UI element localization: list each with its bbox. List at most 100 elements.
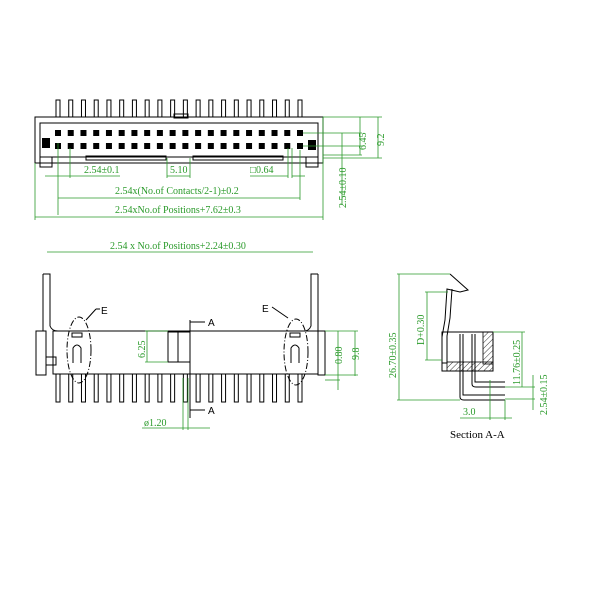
contact-upper <box>182 130 189 136</box>
front-pin <box>93 373 99 403</box>
front-pin <box>68 373 74 403</box>
top-pins <box>55 99 303 118</box>
front-pin <box>221 373 227 403</box>
top-pin <box>272 99 278 118</box>
contact-upper <box>55 130 61 136</box>
contact-upper <box>271 130 278 136</box>
dim-offset: 0.80 <box>334 347 345 365</box>
dim-pitch: 2.54±0.1 <box>84 165 120 176</box>
front-pin <box>272 373 278 403</box>
dim-d: D+0.30 <box>416 315 427 345</box>
contact-lower <box>118 143 125 149</box>
dim-overall: 2.54xNo.of Positions+7.62±0.3 <box>115 205 241 216</box>
contact-upper <box>156 130 163 136</box>
contact-upper <box>80 130 87 136</box>
top-pin <box>119 99 125 118</box>
front-pins <box>55 373 303 403</box>
dim-body-height: 9.8 <box>351 348 362 361</box>
top-pin <box>195 99 201 118</box>
top-right-latch <box>308 140 316 150</box>
top-pin <box>297 99 303 118</box>
front-pin <box>182 373 188 403</box>
top-pin <box>80 99 86 118</box>
front-view: 2.54 x No.of Positions+2.24±0.30 E E A A… <box>35 241 362 430</box>
contact-lower <box>246 143 253 149</box>
top-view: 2.54±0.1 5.10 □0.64 2.54x(No.of Contacts… <box>34 99 387 220</box>
section-view: 26.70±0.35 D+0.30 11.76±0.25 2.54±0.15 3… <box>388 273 550 441</box>
top-pin <box>131 99 137 118</box>
contact-lower <box>220 143 227 149</box>
contact-lower <box>271 143 278 149</box>
top-slot-right <box>192 155 284 161</box>
contact-upper <box>207 130 214 136</box>
top-dimensions: 2.54±0.1 5.10 □0.64 2.54x(No.of Contacts… <box>34 116 387 220</box>
contact-lower <box>207 143 214 149</box>
dim-key-height: 6.25 <box>137 341 148 359</box>
dim-row-span: 2.54x(No.of Contacts/2-1)±0.2 <box>115 186 239 197</box>
top-right-foot <box>305 156 319 168</box>
top-left-latch <box>42 138 50 148</box>
front-pin <box>157 373 163 403</box>
contact-lower <box>144 143 151 149</box>
top-pin <box>233 99 239 118</box>
contact-upper <box>246 130 253 136</box>
contact-upper <box>195 130 202 136</box>
contact-upper <box>93 130 100 136</box>
top-pin <box>246 99 252 118</box>
section-marker-a-bottom: A <box>208 406 215 417</box>
top-pin <box>157 99 163 118</box>
contact-upper <box>297 130 303 136</box>
label-e-left: E <box>101 306 108 317</box>
label-e-right: E <box>262 304 269 315</box>
right-flange <box>317 330 326 376</box>
top-pin <box>144 99 150 118</box>
contact-lower <box>169 143 176 149</box>
front-pin <box>208 373 214 403</box>
section-title: Section A-A <box>450 429 505 441</box>
dim-section-row-pitch: 2.54±0.15 <box>539 375 550 416</box>
top-pin <box>284 99 290 118</box>
top-slot-left <box>85 155 167 161</box>
contact-lower <box>67 143 74 149</box>
contact-upper <box>105 130 112 136</box>
contact-lower <box>195 143 202 149</box>
contact-lower <box>284 143 291 149</box>
front-pin <box>80 373 86 403</box>
top-pin <box>259 99 265 118</box>
top-pin <box>106 99 112 118</box>
latch-arms <box>43 273 318 332</box>
front-pin <box>195 373 201 403</box>
contact-lower <box>182 143 189 149</box>
contact-lower <box>80 143 87 149</box>
front-pin <box>106 373 112 403</box>
contact-lower <box>233 143 240 149</box>
contact-lower <box>156 143 163 149</box>
dim-key: 5.10 <box>170 165 188 176</box>
dim-row-height: 6.45 <box>358 133 369 151</box>
dim-row-pitch: 2.54±0.10 <box>338 168 349 209</box>
section-marker-a-top: A <box>208 318 215 329</box>
top-key <box>173 113 189 119</box>
top-pin <box>221 99 227 118</box>
latch-profile <box>441 273 470 364</box>
top-pin <box>55 99 61 118</box>
top-pin <box>208 99 214 118</box>
contact-upper <box>118 130 125 136</box>
front-pin <box>297 373 303 403</box>
dim-pin-square: □0.64 <box>250 165 274 176</box>
contact-upper <box>67 130 74 136</box>
dim-tail: 3.0 <box>463 407 476 418</box>
front-pin <box>259 373 265 403</box>
dim-body: 11.76±0.25 <box>512 340 523 385</box>
contact-upper <box>220 130 227 136</box>
contact-upper <box>284 130 291 136</box>
left-flange <box>35 330 47 376</box>
contact-lower <box>105 143 112 149</box>
top-pin <box>93 99 99 118</box>
dim-pin-diameter: ø1.20 <box>144 418 167 429</box>
front-pin <box>246 373 252 403</box>
section-pins <box>459 334 505 401</box>
top-body <box>34 116 324 164</box>
front-pin <box>144 373 150 403</box>
